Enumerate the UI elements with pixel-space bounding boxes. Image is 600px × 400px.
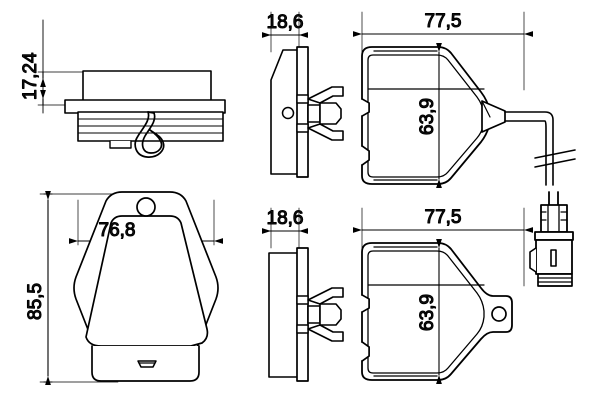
wear-sensor-boss bbox=[481, 100, 506, 133]
dim-label-17-24: 17,24 bbox=[20, 52, 41, 100]
edge-center-stub-bottom bbox=[307, 305, 321, 324]
view-edge-plain bbox=[262, 207, 344, 382]
wear-sensor-wire bbox=[504, 111, 576, 186]
dim-label-76-8: 76,8 bbox=[99, 220, 136, 241]
connector-slot bbox=[550, 249, 557, 267]
dim-label-18-6-top: 18,6 bbox=[267, 12, 304, 33]
view-pad-face-sensor bbox=[353, 11, 576, 188]
pad-inner-outline-top bbox=[367, 54, 485, 178]
connector-base bbox=[537, 273, 573, 287]
edge-backing-plate-top bbox=[296, 46, 309, 178]
spring-clip bbox=[134, 111, 165, 158]
dim-label-77-5-bottom: 77,5 bbox=[425, 207, 462, 228]
friction-block bbox=[82, 70, 212, 102]
connector-latch bbox=[529, 247, 537, 273]
pad-notch-lower-top bbox=[361, 145, 370, 166]
electrical-connector bbox=[529, 191, 574, 287]
dim-label-18-6-bottom: 18,6 bbox=[267, 208, 304, 229]
view-edge-chamfered bbox=[262, 11, 344, 178]
pad-notch-lower-bottom bbox=[361, 341, 370, 362]
mounting-ear-hole bbox=[491, 306, 507, 322]
view-side-elevation bbox=[37, 19, 226, 158]
plan-skirt-tab bbox=[137, 360, 157, 368]
edge-friction-plain bbox=[268, 252, 300, 378]
dim-label-77-5-top: 77,5 bbox=[425, 11, 462, 32]
plan-top-hole bbox=[136, 197, 156, 217]
pad-inner-outline-bottom bbox=[367, 250, 485, 374]
connector-flange bbox=[534, 231, 574, 241]
dim-label-63-9-bottom: 63,9 bbox=[417, 294, 438, 331]
edge-backing-plate-bottom bbox=[296, 247, 309, 382]
edge-hole-top bbox=[281, 106, 295, 120]
dim-label-85-5: 85,5 bbox=[25, 283, 46, 320]
plan-inner-outline bbox=[85, 215, 209, 347]
connector-cage bbox=[540, 204, 568, 233]
pad-notch-upper-bottom bbox=[361, 294, 370, 313]
dim-label-63-9-top: 63,9 bbox=[417, 98, 438, 135]
pad-notch-upper-top bbox=[361, 98, 370, 117]
locating-nub bbox=[109, 140, 132, 149]
dim-85-5-line bbox=[43, 191, 53, 385]
edge-middle-prong-bottom bbox=[319, 303, 342, 326]
edge-middle-prong-top bbox=[319, 102, 342, 125]
edge-center-stub-top bbox=[307, 104, 321, 123]
view-plan bbox=[39, 191, 223, 385]
view-pad-face-ear bbox=[353, 207, 533, 384]
backing-plate-bar bbox=[64, 99, 226, 114]
